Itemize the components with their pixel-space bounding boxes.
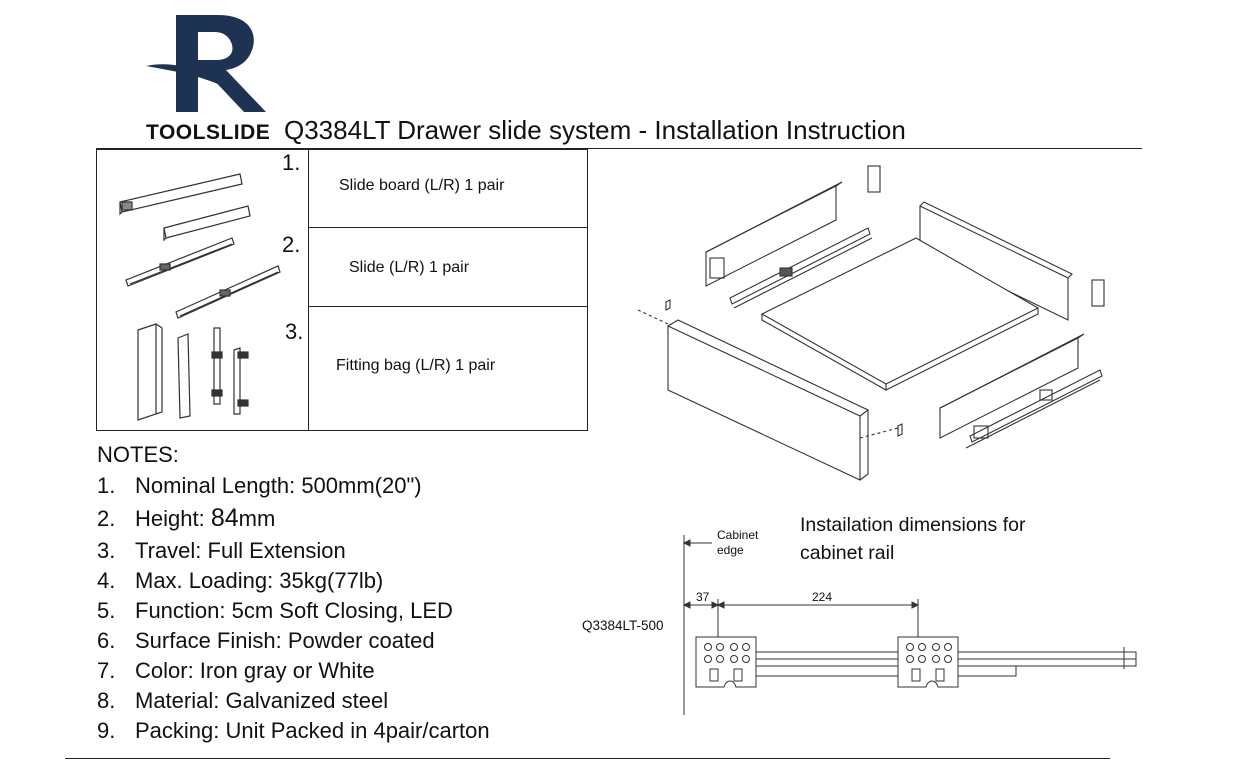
model-label: Q3384LT-500 [582, 618, 664, 633]
note-item: 7. Color: Iron gray or White [97, 658, 375, 684]
rail-bracket-icon [897, 636, 959, 688]
part-number: 1. [282, 150, 301, 175]
note-text: Surface Finish: Powder coated [135, 628, 435, 653]
drawer-back-panel [919, 201, 1073, 321]
right-slide-board [939, 333, 1085, 439]
arrow-head-icon [682, 601, 920, 609]
note-number: 7. [97, 658, 116, 683]
brand-name: TOOLSLIDE [146, 121, 271, 144]
note-text: Max. Loading: 35kg(77lb) [135, 568, 384, 593]
drawer-assembly-illustration [637, 165, 1105, 481]
parts-row-line [308, 306, 588, 307]
note-text: Height: [135, 506, 211, 531]
part-label: Fitting bag (L/R) 1 pair [336, 357, 496, 374]
left-slide-board [705, 181, 843, 287]
note-number: 8. [97, 688, 116, 713]
slide-board-icon [119, 173, 251, 242]
note-number: 1. [97, 473, 116, 498]
note-item: 9. Packing: Unit Packed in 4pair/carton [97, 718, 490, 744]
parts-illustration [119, 173, 281, 421]
note-item: 4. Max. Loading: 35kg(77lb) [97, 568, 383, 594]
rail-bracket-icon [695, 636, 757, 688]
title-rule [96, 148, 1142, 149]
note-number: 2. [97, 506, 116, 531]
note-text: Function: 5cm Soft Closing, LED [135, 598, 453, 623]
note-item: 3. Travel: Full Extension [97, 538, 346, 564]
note-item: 1. Nominal Length: 500mm(20") [97, 473, 422, 499]
cabinet-edge-line: Cabinet [717, 528, 759, 542]
dimensions-title-line: cabinet rail [800, 542, 895, 564]
dimension-value: 224 [812, 590, 832, 604]
cabinet-rail-dimension-drawing: 37 224 [682, 535, 1137, 715]
note-number: 4. [97, 568, 116, 593]
r-logo-icon [146, 15, 266, 112]
note-text: Nominal Length: 500mm(20") [135, 473, 422, 498]
drawer-front-panel [667, 319, 870, 481]
right-slide-rail [965, 369, 1103, 449]
bottom-rule [65, 758, 1110, 759]
parts-table-divider [308, 149, 309, 431]
note-number: 6. [97, 628, 116, 653]
note-item: 8. Material: Galvanized steel [97, 688, 388, 714]
slide-rail-icon [125, 237, 281, 319]
note-item: 5. Function: 5cm Soft Closing, LED [97, 598, 453, 624]
drawer-bottom-board [760, 237, 1040, 391]
cabinet-edge-label: Cabinet edge [717, 528, 758, 558]
cabinet-edge-line: edge [717, 543, 744, 557]
part-label: Slide board (L/R) 1 pair [339, 177, 505, 194]
part-label: Slide (L/R) 1 pair [349, 259, 470, 276]
bracket-icon [665, 165, 1105, 437]
note-text: Material: Galvanized steel [135, 688, 389, 713]
left-slide-rail [729, 227, 873, 309]
fitting-bag-icon [137, 323, 249, 421]
part-number: 3. [285, 319, 304, 344]
note-number: 5. [97, 598, 116, 623]
parts-table [96, 149, 588, 431]
dimensions-title-line: Instailation dimensions for [800, 514, 1026, 536]
note-unit: mm [238, 506, 276, 531]
note-item: 2. Height: 84mm [97, 504, 275, 533]
note-text: Color: Iron gray or White [135, 658, 375, 683]
note-item: 6. Surface Finish: Powder coated [97, 628, 435, 654]
note-text: Travel: Full Extension [135, 538, 346, 563]
dimensions-title: Instailation dimensions for cabinet rail [800, 511, 1025, 567]
part-number: 2. [282, 232, 301, 257]
parts-row-line [308, 227, 588, 228]
note-value: 84 [210, 504, 239, 532]
note-text: Packing: Unit Packed in 4pair/carton [135, 718, 490, 743]
dimension-value: 37 [696, 590, 710, 604]
page-title: Q3384LT Drawer slide system - Installati… [284, 115, 906, 145]
note-number: 9. [97, 718, 116, 743]
arrow-head-icon [682, 539, 691, 547]
note-number: 3. [97, 538, 116, 563]
notes-heading: NOTES: [97, 442, 179, 467]
